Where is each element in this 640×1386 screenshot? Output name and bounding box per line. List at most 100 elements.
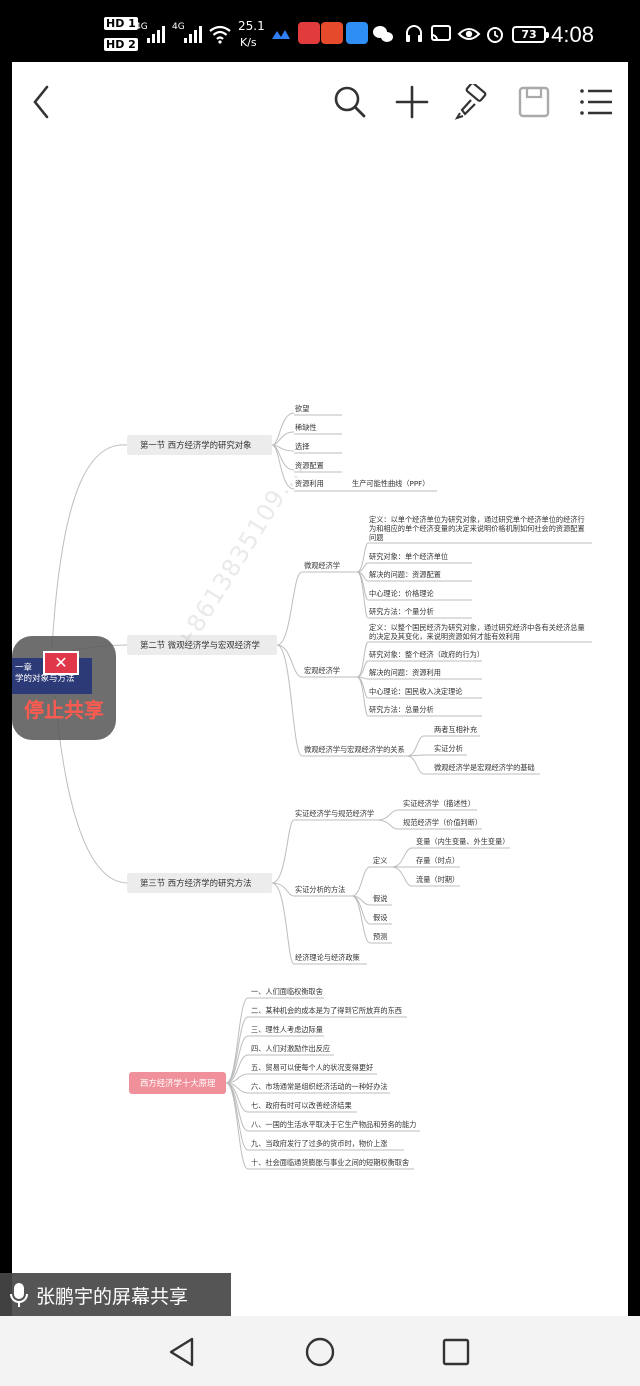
toolbar [12,62,628,142]
method-item: 假说 [373,894,387,903]
microphone-icon [10,1283,28,1307]
micro-item: 中心理论：价格理论 [369,589,435,598]
micro-item: 解决的问题：资源配置 [369,570,441,579]
connector [368,641,592,717]
positive-item: 实证经济学（描述性） [403,799,475,808]
nav-home-icon[interactable] [302,1334,338,1370]
theory-label: 经济理论与经济政策 [295,953,360,962]
define-label: 定义 [373,856,387,865]
brush-icon[interactable] [450,80,494,124]
mic-app-icon [321,22,343,44]
signal-icon-1 [147,26,165,43]
relation-item: 实证分析 [434,744,463,753]
macro-definition: 的决定及其变化，来说明资源如何才能有效利用 [369,632,520,641]
mindmap-canvas: 第一节 西方经济学的研究对象 欲望 稀缺性 选择 资源配置 资源利用 生产可能性… [51,404,592,1170]
connector [225,997,249,1170]
micro-item: 研究方法：个量分析 [369,607,434,616]
section1-item: 资源利用 [295,479,324,488]
principle-item: 十、社会面临通货膨胀与事业之间的短期权衡取舍 [251,1158,409,1167]
add-icon[interactable] [390,80,434,124]
network-type-2: 4G [172,22,185,32]
nav-back-icon[interactable] [164,1334,200,1370]
section1-title: 第一节 西方经济学的研究对象 [140,440,252,450]
net-speed-value: 25.1 [238,19,265,33]
hd2-badge: HD 2 [104,38,138,51]
close-icon: ✕ [43,651,79,675]
macro-definition: 定义：以整个国民经济为研究对象，通过研究经济中各有关经济总量 [369,623,585,632]
connector [370,866,392,944]
connector [412,847,510,887]
wechat-icon [373,26,393,42]
connector [391,847,413,887]
search-icon[interactable] [328,80,372,124]
connector [248,997,420,1170]
macro-item: 解决的问题：资源利用 [369,668,441,677]
relation-label: 微观经济学与宏观经济学的关系 [304,745,405,754]
micro-definition: 为和相应的单个经济变量的决定来说明价格机制如何社会的资源配置 [369,524,585,533]
principle-item: 四、人们对激励作出反应 [251,1044,330,1053]
principle-item: 六、市场通常是组织经济活动的一种好办法 [251,1082,388,1091]
save-icon[interactable] [512,80,556,124]
clock: 4:08 [551,22,594,47]
section2-node[interactable] [127,635,277,655]
hd1-badge: HD 1 [104,17,138,30]
connector [51,444,128,649]
section3-title: 第三节 西方经济学的研究方法 [140,878,252,888]
menu-icon[interactable] [574,80,618,124]
wifi-icon [209,25,231,44]
micro-definition: 定义：以单个经济单位为研究对象，通过研究单个经济单位的经济行 [369,515,585,524]
positive-label: 实证经济学与规范经济学 [295,809,374,818]
network-type-1: 4G [135,22,148,32]
signal-icon-2 [184,26,202,43]
navigation-bar [0,1316,640,1386]
section2-title: 第二节 微观经济学与宏观经济学 [140,640,260,650]
back-icon[interactable] [20,80,64,124]
principles-title: 西方经济学十大原理 [140,1078,216,1088]
micro-label: 微观经济学 [304,561,340,570]
positive-item: 规范经济学（价值判断） [403,818,482,827]
connector [276,571,303,757]
principle-item: 五、贸易可以使每个人的状况变得更好 [251,1063,373,1072]
connector [351,866,371,944]
connector [406,735,425,775]
section1-item: 选择 [295,442,309,451]
eye-icon [457,28,481,40]
connector [376,809,399,830]
define-item: 存量（时点） [416,856,459,865]
principles-node[interactable] [129,1072,226,1094]
principle-item: 七、政府有时可以改善经济结果 [251,1101,352,1110]
root-node-line: 一章 [15,663,33,673]
battery-indicator: 73 [512,26,549,43]
connector [368,542,592,619]
stop-share-button[interactable]: 一章 学的对象与方法 ✕ 停止共享 [12,636,116,740]
connector [424,735,540,775]
nav-recents-icon[interactable] [438,1334,474,1370]
macro-item: 研究对象：整个经济（政府的行为） [369,650,484,659]
micro-definition: 问题 [369,533,383,542]
section1-node[interactable] [127,435,272,455]
relation-item: 两者互相补充 [434,725,477,734]
connector [294,819,377,965]
principle-item: 九、当政府发行了过多的货币时，物价上涨 [251,1139,388,1148]
connector [271,819,295,965]
connector [356,542,369,619]
message-app-icon [346,22,368,44]
section1-item: 资源配置 [295,461,324,470]
headset-icon [406,25,422,42]
macro-label: 宏观经济学 [304,666,340,675]
section1-sub: 生产可能性曲线（PPF） [352,479,430,488]
principle-item: 一、人们面临权衡取舍 [251,987,323,996]
method-item: 假设 [373,913,387,922]
screen-share-banner[interactable]: 张鹏宇的屏幕共享 [0,1273,231,1317]
relation-item: 微观经济学是宏观经济学的基础 [434,763,535,772]
define-item: 变量（内生变量、外生变量） [416,837,509,846]
net-speed-unit: K/s [240,36,257,49]
principle-item: 二、某种机会的成本是为了得到它所放弃的东西 [251,1006,402,1015]
section3-node[interactable] [127,873,272,893]
define-item: 流量（时期） [416,875,459,884]
connector [294,414,342,492]
section1-item: 稀缺性 [295,423,317,432]
screen-share-label: 张鹏宇的屏幕共享 [36,1285,189,1308]
connector [271,412,295,490]
root-node-line: 学的对象与方法 [15,674,75,684]
